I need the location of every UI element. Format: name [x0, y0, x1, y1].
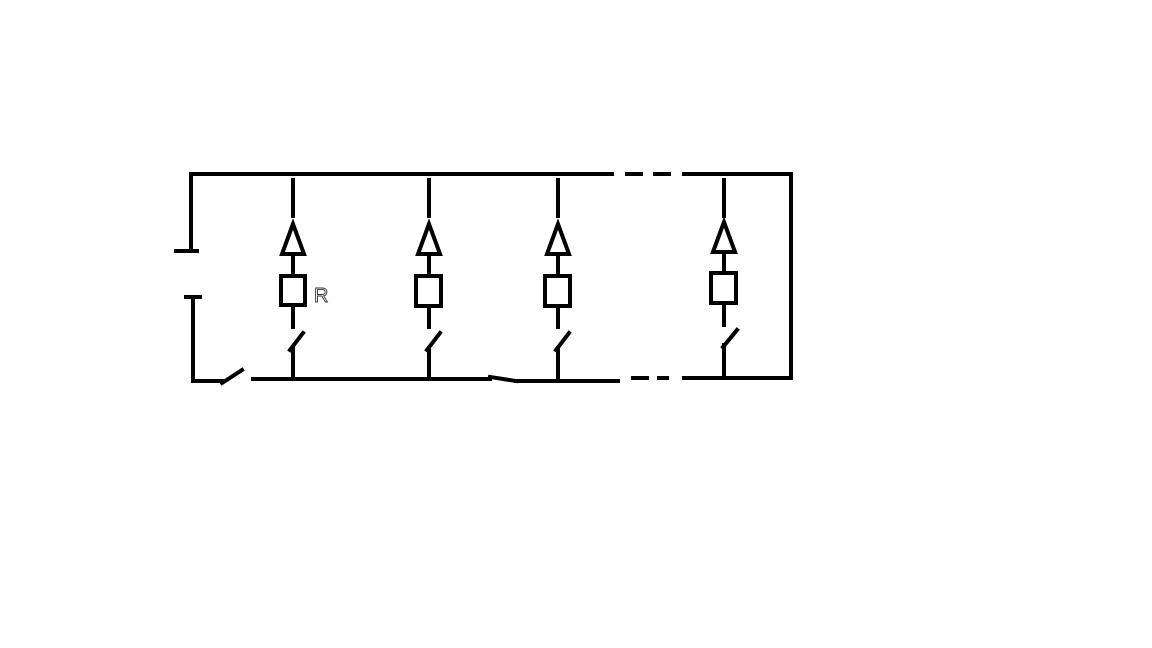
resistor-icon	[543, 274, 572, 308]
diode-icon	[544, 218, 572, 256]
diode-icon	[710, 216, 738, 254]
main-switch-icon	[191, 367, 245, 386]
branch-2	[414, 178, 443, 381]
branch-4	[709, 178, 740, 380]
resistor-icon	[709, 271, 738, 305]
diode-icon	[279, 218, 307, 256]
branch-3	[543, 178, 572, 383]
branch-1: R	[279, 178, 329, 381]
resistor-icon	[414, 274, 443, 308]
resistor-icon	[279, 274, 307, 307]
battery-icon	[174, 172, 202, 383]
diode-icon	[415, 218, 443, 256]
bottom-bus-wire	[251, 374, 793, 384]
resistor-label: R	[314, 285, 328, 307]
